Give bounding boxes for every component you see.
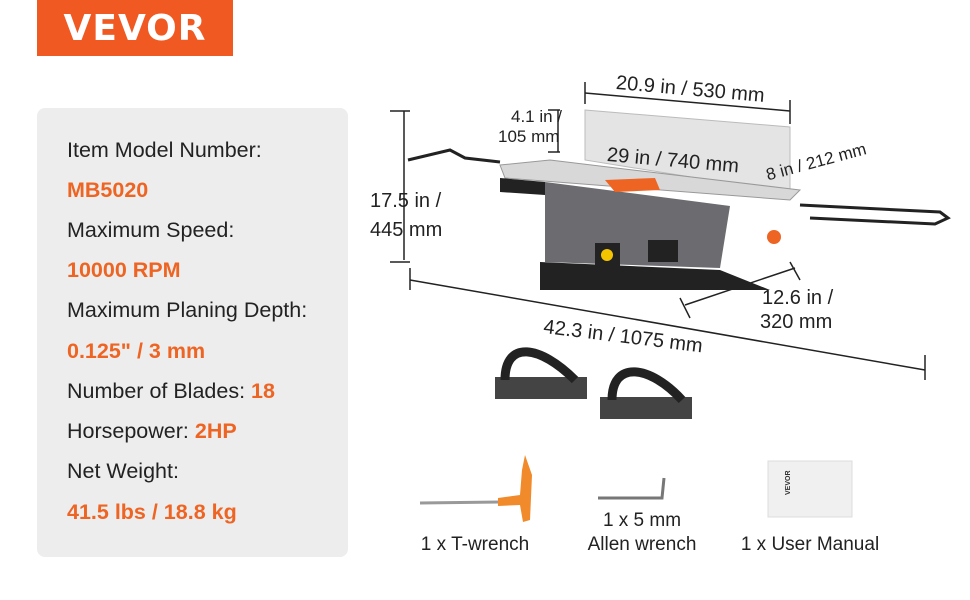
fence-height-in-label: 4.1 in / bbox=[511, 107, 563, 126]
spec-hp: Horsepower: 2HP bbox=[67, 419, 237, 444]
allen-wrench-icon bbox=[598, 477, 666, 500]
spec-value-depth: 0.125" / 3 mm bbox=[67, 339, 206, 363]
spec-value-blades: 18 bbox=[251, 379, 275, 403]
spec-value-speed: 10000 RPM bbox=[67, 258, 181, 282]
spec-value-weight: 41.5 lbs / 18.8 kg bbox=[67, 500, 237, 524]
spec-label-model: Item Model Number: bbox=[67, 138, 262, 162]
planer-icon bbox=[407, 109, 951, 290]
allen-wrench-caption: 1 x 5 mm Allen wrench bbox=[572, 509, 712, 557]
t-wrench-caption: 1 x T-wrench bbox=[420, 534, 530, 555]
manual-logo-text: VEVOR bbox=[785, 470, 792, 495]
spec-panel: Item Model Number: MB5020 Maximum Speed:… bbox=[37, 108, 348, 557]
height-mm-label: 445 mm bbox=[370, 219, 443, 241]
push-block-icon bbox=[495, 347, 587, 399]
depth-in-label: 12.6 in / bbox=[762, 287, 834, 309]
spec-label-blades: Number of Blades: bbox=[67, 379, 246, 403]
vevor-logo: VEVOR bbox=[37, 0, 233, 56]
spec-label-depth: Maximum Planing Depth: bbox=[67, 298, 308, 322]
user-manual-caption: 1 x User Manual bbox=[740, 534, 880, 555]
push-block-icon bbox=[600, 367, 692, 419]
allen-wrench-name: Allen wrench bbox=[587, 534, 697, 555]
depth-mm-label: 320 mm bbox=[760, 311, 833, 333]
allen-wrench-size: 1 x 5 mm bbox=[602, 510, 682, 531]
spec-label-weight: Net Weight: bbox=[67, 459, 179, 483]
height-in-label: 17.5 in / bbox=[370, 190, 442, 212]
logo-text: VEVOR bbox=[63, 7, 207, 49]
fence-height-mm-label: 105 mm bbox=[498, 127, 560, 146]
spec-label-speed: Maximum Speed: bbox=[67, 218, 235, 242]
spec-blades: Number of Blades: 18 bbox=[67, 379, 275, 404]
user-manual-icon: VEVOR bbox=[767, 460, 853, 518]
spec-label-hp: Horsepower: bbox=[67, 419, 189, 443]
t-wrench-icon bbox=[419, 455, 532, 522]
spec-value-hp: 2HP bbox=[194, 419, 237, 443]
spec-value-model: MB5020 bbox=[67, 178, 149, 202]
